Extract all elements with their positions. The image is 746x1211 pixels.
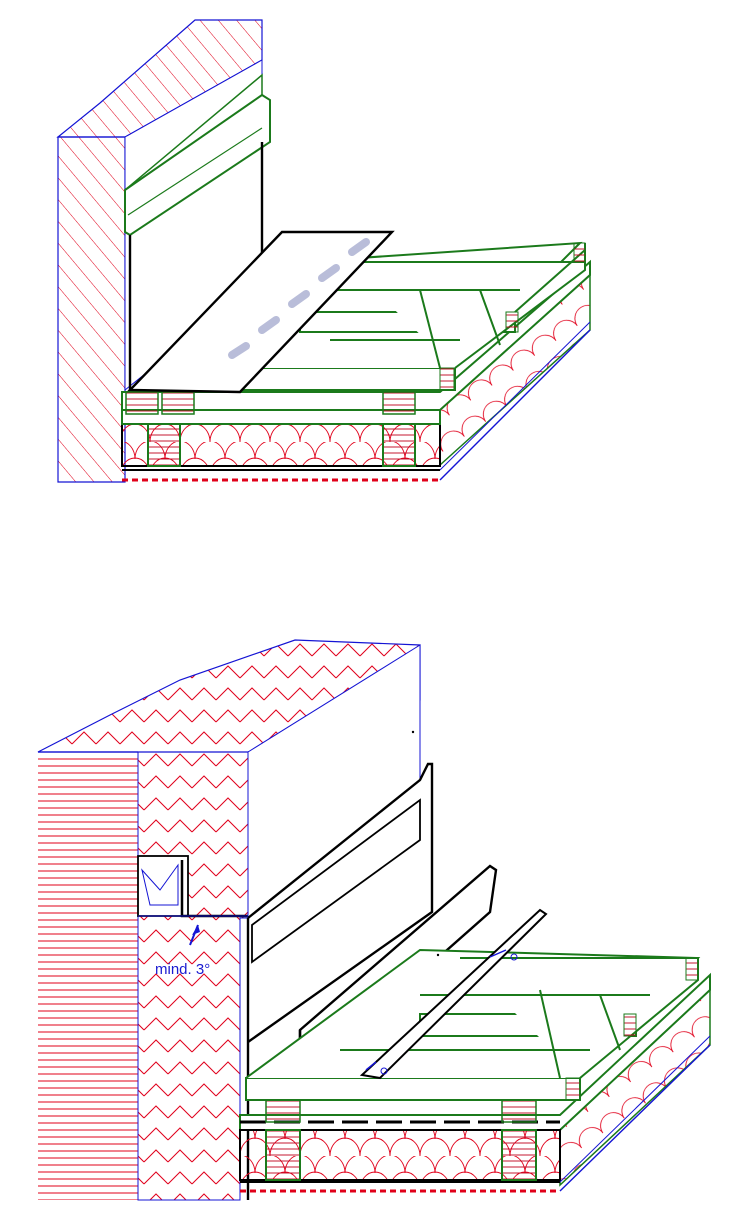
screw-1 bbox=[380, 1067, 388, 1075]
batten-2 bbox=[161, 391, 195, 415]
joist2-left bbox=[265, 1129, 301, 1181]
bottom-detail: mind. 3° bbox=[37, 639, 711, 1201]
strip-slots bbox=[228, 238, 370, 359]
batten-1 bbox=[125, 391, 159, 415]
batten2-1 bbox=[265, 1099, 301, 1123]
upper-flashing bbox=[247, 762, 434, 1043]
masonry-wall-top bbox=[57, 136, 126, 483]
joist-right bbox=[382, 423, 416, 467]
joist2-right bbox=[501, 1129, 537, 1181]
batten-3 bbox=[382, 391, 416, 415]
joist-left bbox=[147, 423, 181, 467]
brick-wall-left bbox=[38, 752, 138, 1200]
batten2-2 bbox=[501, 1099, 537, 1123]
screw-2 bbox=[510, 953, 518, 961]
top-detail bbox=[56, 19, 591, 483]
deck-planks-bottom bbox=[245, 948, 701, 1101]
min-angle-label: mind. 3° bbox=[155, 961, 210, 978]
deck-board-front bbox=[121, 409, 441, 425]
